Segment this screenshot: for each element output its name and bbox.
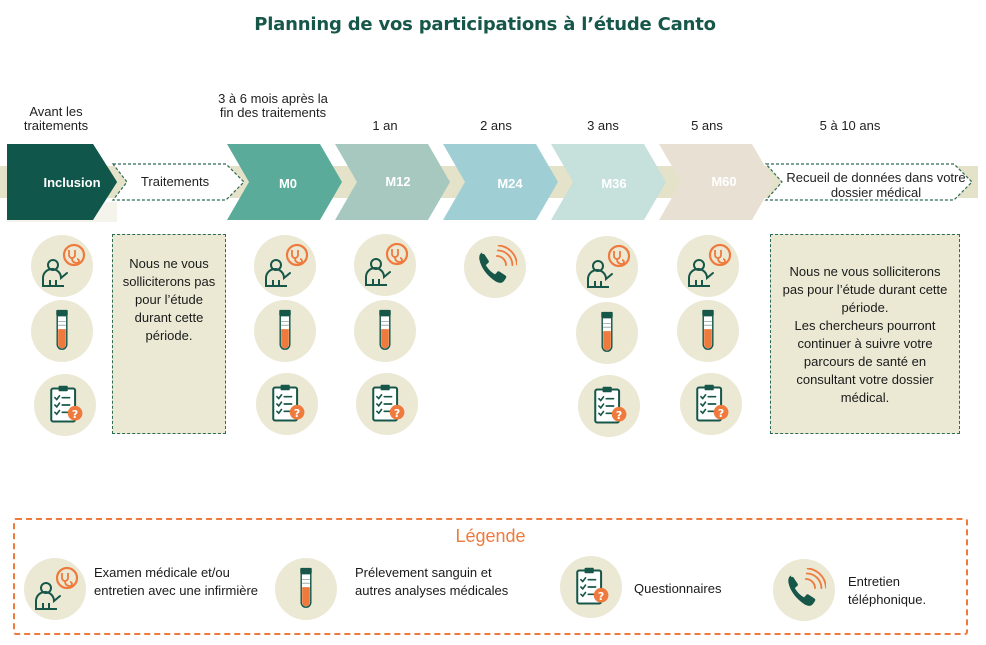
blood-tube-icon (696, 308, 720, 354)
phone-icon (782, 568, 826, 612)
doctor-icon (31, 565, 79, 613)
page-title: Planning de vos participations à l’étude… (254, 14, 716, 35)
m12-blood (354, 300, 416, 362)
doctor-icon (684, 242, 732, 290)
questionnaire-icon (365, 382, 409, 426)
m36-questionnaire (578, 375, 640, 437)
recueil-note: Nous ne vous solliciterons pas pour l’ét… (770, 234, 960, 434)
time-label-m0: 3 à 6 mois après la fin des traitements (218, 91, 328, 120)
legend-blood-circle (275, 558, 337, 620)
time-label-avant: Avant les traitements (23, 104, 89, 133)
legend-questionnaire-circle (560, 556, 622, 618)
legend-questionnaire-text: Questionnaires (634, 581, 722, 596)
stage-inclusion-label: Inclusion (43, 175, 101, 190)
legend-title: Légende (455, 526, 526, 546)
doctor-icon (583, 243, 631, 291)
legend-box (13, 518, 968, 635)
recueil-note-line1: Nous ne vous solliciterons pas pour l’ét… (782, 264, 948, 315)
m36-blood (576, 302, 638, 364)
m36-exam (576, 236, 638, 298)
stage-recueil-arrow (764, 163, 973, 201)
m60-questionnaire (680, 373, 742, 435)
inclusion-blood (31, 300, 93, 362)
m0-exam (254, 235, 316, 297)
questionnaire-icon (265, 382, 309, 426)
questionnaire-icon (689, 382, 733, 426)
doctor-icon (361, 241, 409, 289)
m60-exam (677, 235, 739, 297)
m24-phone (464, 236, 526, 298)
stage-m60-label: M60 (711, 174, 737, 189)
time-label-recueil: 5 à 10 ans (819, 118, 881, 133)
blood-tube-icon (294, 566, 318, 612)
stage-m24-label: M24 (497, 176, 523, 191)
doctor-icon (38, 242, 86, 290)
legend-exam-circle (24, 558, 86, 620)
m12-questionnaire (356, 373, 418, 435)
blood-tube-icon (273, 308, 297, 354)
m60-blood (677, 300, 739, 362)
m0-questionnaire (256, 373, 318, 435)
time-label-m60: 5 ans (691, 118, 723, 133)
stage-m0-label: M0 (278, 176, 298, 191)
legend-blood-text: Prélevement sanguin et autres analyses m… (355, 565, 509, 598)
m12-exam (354, 234, 416, 296)
stage-traitements-label: Traitements (140, 174, 210, 189)
time-label-m24: 2 ans (480, 118, 512, 133)
stage-m12-label: M12 (385, 174, 411, 189)
questionnaire-icon (569, 565, 613, 609)
m0-blood (254, 300, 316, 362)
legend-phone-circle (773, 559, 835, 621)
phone-icon (473, 245, 517, 289)
stage-recueil-label: Recueil de données dans votre dossier mé… (786, 170, 966, 200)
legend-exam-text: Examen médicale et/ou entretien avec une… (94, 565, 259, 598)
timeline-track (0, 144, 978, 222)
stage-m24-arrow (443, 144, 558, 220)
blood-tube-icon (595, 310, 619, 356)
stage-m36-label: M36 (601, 176, 627, 191)
recueil-note-line2: Les chercheurs pourront continuer à suiv… (794, 318, 936, 405)
stage-m36-arrow (551, 144, 666, 220)
traitements-note: Nous ne vous solliciterons pas pour l’ét… (112, 234, 226, 434)
blood-tube-icon (373, 308, 397, 354)
stage-m60-arrow (659, 144, 774, 220)
stage-m12-arrow (335, 144, 450, 220)
time-label-m12: 1 an (372, 118, 398, 133)
time-label-m36: 3 ans (587, 118, 619, 133)
inclusion-exam (31, 235, 93, 297)
legend-phone-text: Entretien téléphonique. (848, 574, 927, 607)
inclusion-questionnaire (34, 374, 96, 436)
questionnaire-icon (43, 383, 87, 427)
blood-tube-icon (50, 308, 74, 354)
doctor-icon (261, 242, 309, 290)
stage-m0-arrow (227, 144, 342, 220)
stage-traitements-arrow (111, 163, 245, 201)
questionnaire-icon (587, 384, 631, 428)
